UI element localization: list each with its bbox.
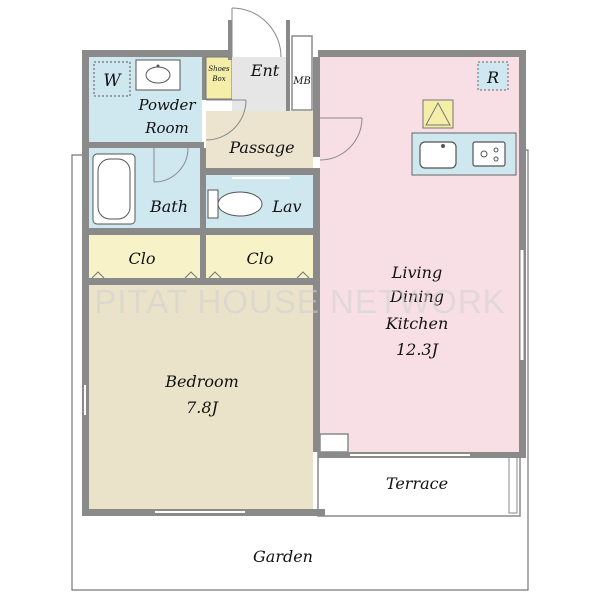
ldk-size-label: 12.3J (396, 340, 440, 359)
meter-box (291, 35, 313, 111)
entrance-floor (232, 57, 290, 111)
powder-room-label-line2: Room (144, 119, 189, 137)
entrance-wall-right (286, 20, 290, 111)
garden-label: Garden (253, 547, 313, 566)
closet-left-label: Clo (129, 249, 156, 268)
powder-room-door (205, 99, 247, 141)
powder-room-right-wall (202, 57, 206, 100)
washer-label: W (103, 71, 122, 91)
kitchen-counter (411, 132, 517, 176)
ldk-column (319, 433, 349, 453)
stove-icon (472, 141, 506, 167)
shoes-box-label-line1: Shoes (208, 65, 230, 73)
toilet-icon (207, 189, 263, 219)
entrance-door (231, 7, 282, 58)
ldk-floor (320, 57, 519, 452)
ldk-left-wall (313, 57, 320, 157)
bedroom-size-label: 7.8J (186, 398, 219, 417)
lavatory-label: Lav (271, 197, 301, 216)
meter-box-label: MB (292, 76, 311, 87)
closet-right-label: Clo (247, 249, 274, 268)
passage-floor (206, 111, 313, 168)
passage-bottom-wall (204, 168, 320, 175)
closet-right (206, 235, 313, 278)
bath-door (153, 147, 189, 183)
washer-box (93, 61, 131, 97)
terrace-label: Terrace (386, 474, 448, 493)
closet-doors (91, 271, 310, 279)
bedroom-label: Bedroom (164, 372, 239, 391)
powder-room-label-line1: Powder (137, 96, 196, 114)
ldk-label-line1: Living (391, 263, 442, 282)
terrace-area (317, 451, 521, 517)
range-hood-icon (422, 99, 454, 129)
ldk-left-wall-lower (313, 170, 320, 452)
refrigerator-label: R (486, 68, 499, 87)
bedroom-top-wall (89, 278, 320, 285)
closet-top-wall (89, 228, 320, 235)
closet-left (89, 235, 200, 278)
ldk-label-line2: Dining (389, 287, 444, 306)
bathtub-icon (92, 153, 136, 225)
passage-door (319, 117, 363, 161)
closet-divider-wall (200, 233, 206, 280)
passage-label: Passage (228, 138, 294, 157)
shoes-box-label-line2: Box (211, 75, 225, 83)
terrace-handrail (508, 454, 518, 514)
watermark: PITAT HOUSE NETWORK (94, 283, 505, 320)
washbasin-icon (135, 59, 181, 91)
garden-outline (71, 149, 529, 591)
entrance-wall-left (228, 20, 232, 60)
refrigerator-space (477, 61, 509, 91)
powder-room-bottom-wall (89, 142, 204, 148)
bath-right-wall (200, 148, 206, 233)
ldk-label-line3: Kitchen (385, 314, 449, 333)
bedroom-floor (89, 285, 313, 509)
sink-icon (419, 141, 457, 169)
entrance-label: Ent (250, 61, 280, 80)
bath-label: Bath (149, 197, 188, 216)
